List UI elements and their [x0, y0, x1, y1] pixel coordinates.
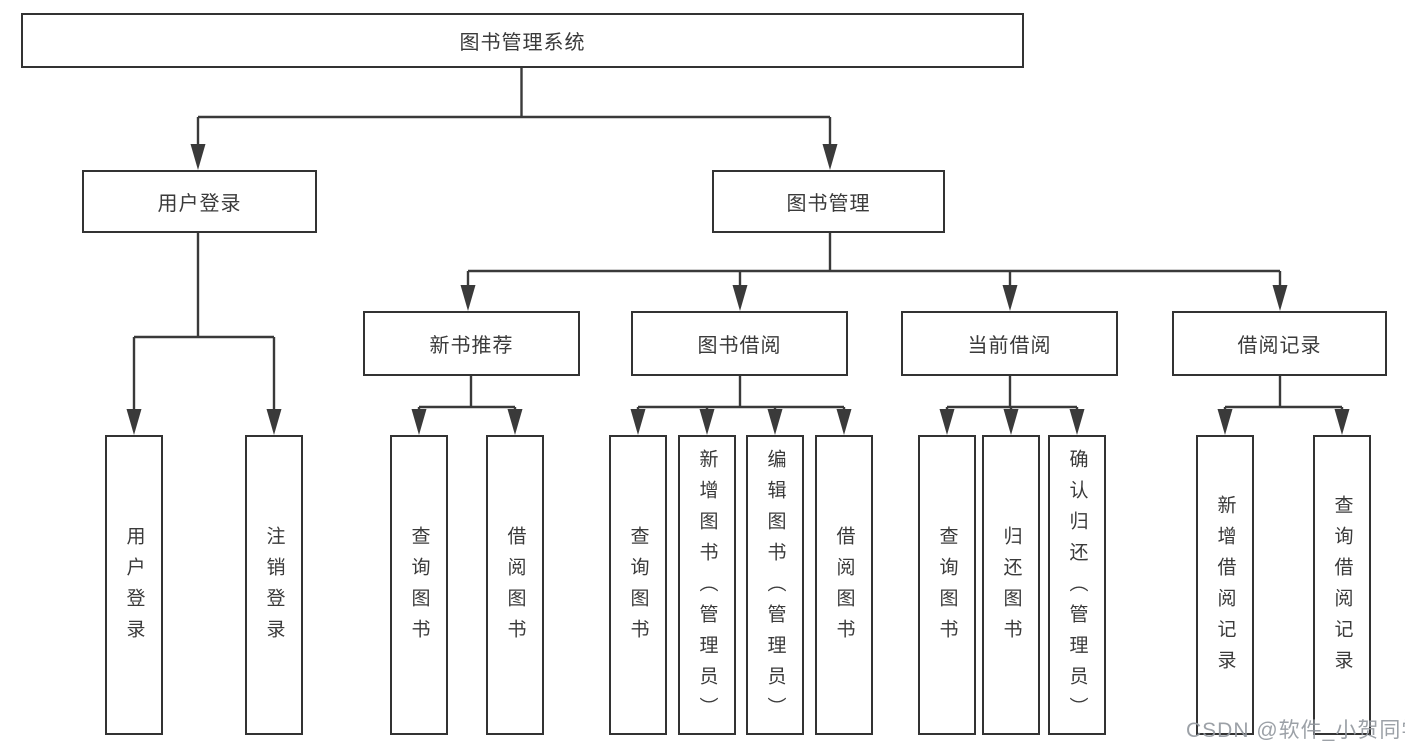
arrow-down-icon [507, 409, 523, 435]
arrow-down-icon [1334, 409, 1350, 435]
leaf-current-query-books: 查询图书 [918, 435, 976, 735]
connector-root-to-level2 [190, 68, 838, 170]
arrow-down-icon [767, 409, 783, 435]
leaf-add-books-admin: 新增图书（管理员） [678, 435, 736, 735]
connector-borrow-to-leaves [630, 376, 852, 435]
arrow-down-icon [266, 409, 282, 435]
arrow-down-icon [460, 285, 476, 311]
leaf-logout: 注销登录 [245, 435, 303, 735]
connector-mgmt-to-level3 [460, 233, 1288, 311]
arrow-down-icon [126, 409, 142, 435]
arrow-down-icon [411, 409, 427, 435]
arrow-down-icon [1272, 285, 1288, 311]
node-book-management-branch: 图书管理 [712, 170, 945, 233]
leaf-return-books: 归还图书 [982, 435, 1040, 735]
arrow-down-icon [699, 409, 715, 435]
leaf-confirm-return-admin: 确认归还（管理员） [1048, 435, 1106, 735]
arrow-down-icon [630, 409, 646, 435]
connector-login-to-leaves [126, 233, 282, 435]
leaf-query-borrow-record: 查询借阅记录 [1313, 435, 1371, 735]
leaf-borrow-books: 借阅图书 [815, 435, 873, 735]
connector-records-to-leaves [1217, 376, 1350, 435]
node-user-login-branch: 用户登录 [82, 170, 317, 233]
connector-current-to-leaves [939, 376, 1085, 435]
connector-newbook-to-leaves [411, 376, 523, 435]
arrow-down-icon [1002, 285, 1018, 311]
leaf-user-login: 用户登录 [105, 435, 163, 735]
leaf-newbook-query-books: 查询图书 [390, 435, 448, 735]
arrow-down-icon [939, 409, 955, 435]
node-book-borrowing: 图书借阅 [631, 311, 848, 376]
arrow-down-icon [1217, 409, 1233, 435]
leaf-borrow-query-books: 查询图书 [609, 435, 667, 735]
leaf-add-borrow-record: 新增借阅记录 [1196, 435, 1254, 735]
node-new-book-recommend: 新书推荐 [363, 311, 580, 376]
leaf-newbook-borrow-books: 借阅图书 [486, 435, 544, 735]
arrow-down-icon [1003, 409, 1019, 435]
arrow-down-icon [190, 144, 206, 170]
arrow-down-icon [836, 409, 852, 435]
leaf-edit-books-admin: 编辑图书（管理员） [746, 435, 804, 735]
node-root-system: 图书管理系统 [21, 13, 1024, 68]
csdn-watermark: CSDN @软件_小贺同学 [1186, 719, 1405, 742]
node-current-borrowing: 当前借阅 [901, 311, 1118, 376]
arrow-down-icon [1069, 409, 1085, 435]
arrow-down-icon [822, 144, 838, 170]
arrow-down-icon [732, 285, 748, 311]
node-borrow-records: 借阅记录 [1172, 311, 1387, 376]
